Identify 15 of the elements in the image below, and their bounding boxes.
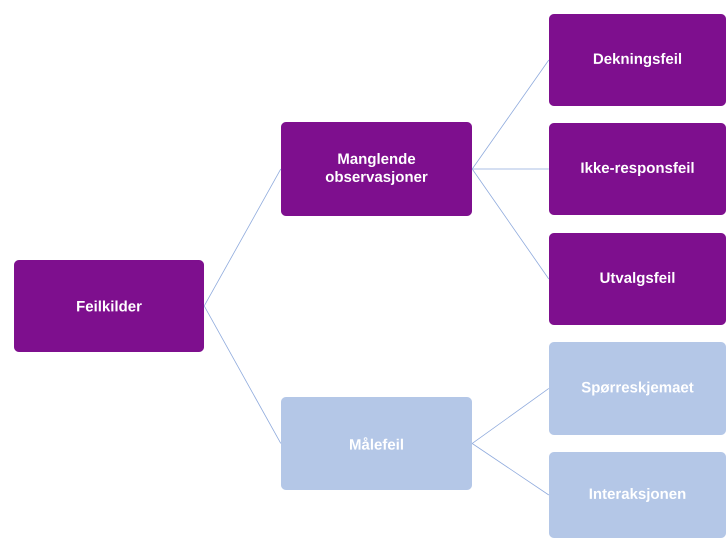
connector-line bbox=[472, 168, 550, 170]
category-box: Manglende observasjoner bbox=[281, 122, 472, 216]
connector-line bbox=[472, 443, 550, 496]
category-box: Interaksjonen bbox=[549, 452, 726, 538]
connector-line bbox=[204, 306, 282, 444]
category-box: Feilkilder bbox=[14, 260, 204, 352]
category-box: Spørreskjemaet bbox=[549, 342, 726, 435]
category-box: Dekningsfeil bbox=[549, 14, 726, 106]
connector-line bbox=[472, 168, 550, 280]
category-box: Ikke-responsfeil bbox=[549, 123, 726, 215]
connector-line bbox=[472, 60, 550, 170]
category-box: Utvalgsfeil bbox=[549, 232, 726, 325]
connector-line bbox=[204, 168, 282, 306]
connector-line bbox=[472, 388, 550, 444]
category-box: Målefeil bbox=[281, 396, 472, 490]
